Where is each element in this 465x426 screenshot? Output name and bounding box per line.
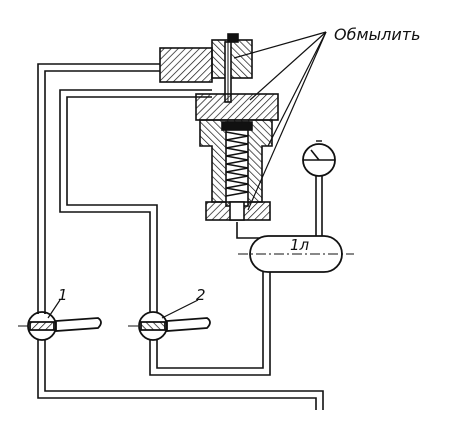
valve-side-block	[159, 47, 213, 83]
valve-1-label: 1	[58, 286, 68, 304]
soap-note-label: Обмылить	[334, 25, 421, 44]
pipe-outer-outer	[37, 63, 317, 410]
valve-2-label: 2	[196, 286, 206, 304]
stopcock-2-handle	[166, 317, 211, 332]
valve-cap	[211, 39, 253, 79]
pipe-valve2-tank-outer	[149, 272, 271, 376]
note-leaders	[233, 31, 327, 211]
gauge-stem	[315, 176, 323, 236]
pipe-valve-tank	[236, 222, 262, 239]
pipe-middle-inner	[66, 96, 212, 312]
stopcock-1	[18, 311, 102, 341]
pipe-outer-inner	[44, 70, 324, 410]
tank-label: 1л	[290, 236, 310, 254]
pipe-middle-outer	[59, 89, 212, 312]
valve-collar	[195, 93, 279, 121]
pressure-gauge	[302, 140, 336, 177]
stopcock-2	[128, 311, 211, 341]
pipe-valve2-tank-inner	[156, 272, 264, 369]
pressure-valve	[159, 33, 279, 221]
valve-spring	[225, 131, 249, 197]
receiver-tank	[238, 235, 354, 273]
stopcock-1-handle	[55, 317, 102, 332]
pipe-network	[37, 63, 324, 410]
